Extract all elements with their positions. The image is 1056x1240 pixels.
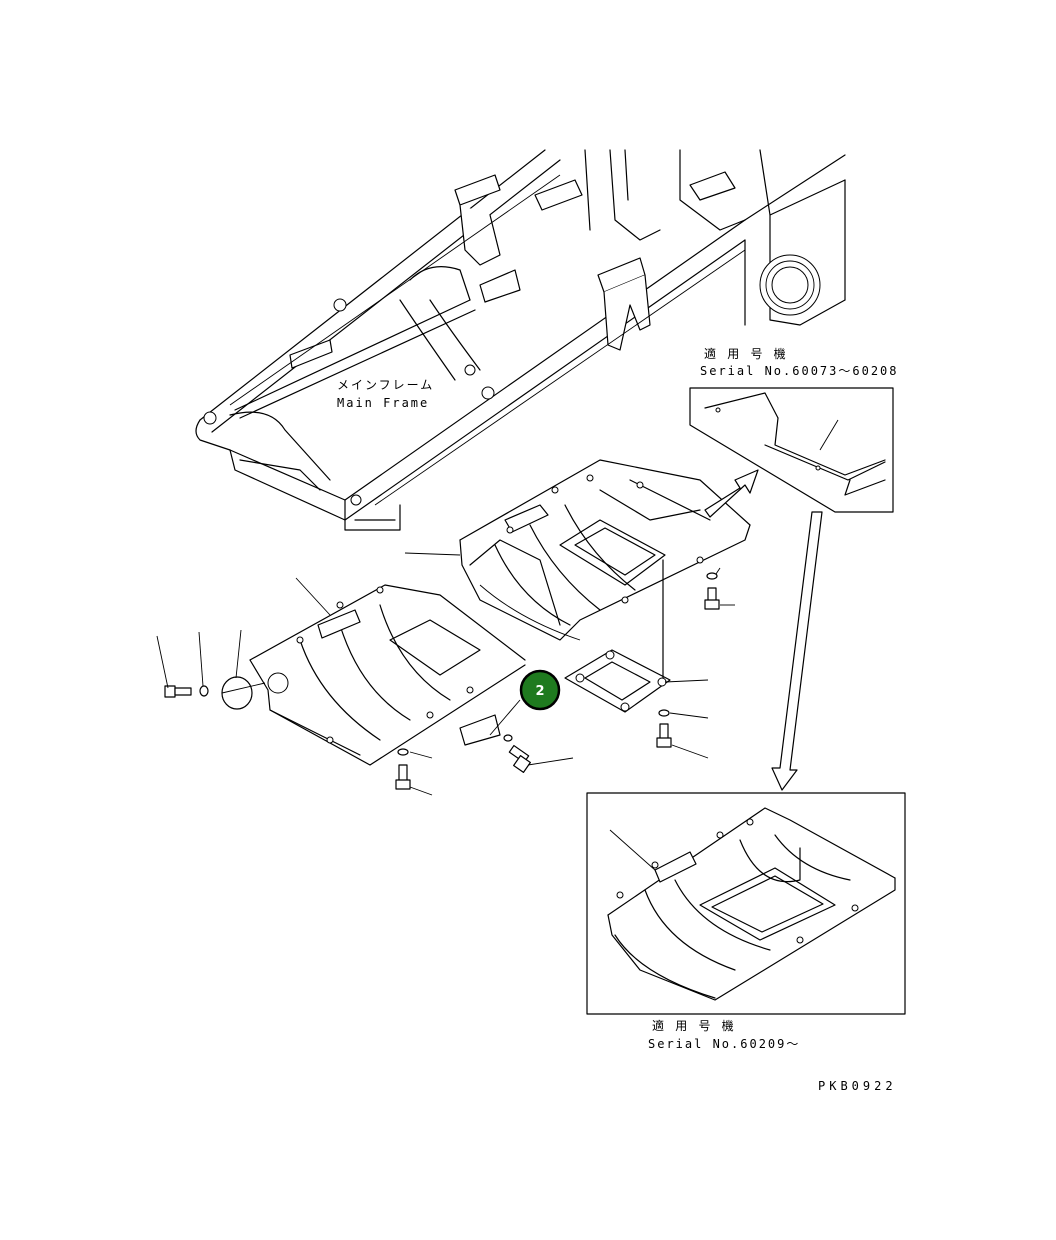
- bracket-small: [459, 714, 501, 746]
- main-frame-label-jp: メインフレーム: [337, 378, 434, 392]
- serial-note-1-serial: Serial No.60073〜60208: [700, 364, 899, 378]
- inset-variant-2: [586, 792, 906, 1015]
- serial-note-2-serial: Serial No.60209〜: [648, 1037, 800, 1051]
- callout-number: 2: [535, 684, 544, 699]
- main-frame-label-en: Main Frame: [337, 396, 429, 410]
- serial-note-1-jp: 適 用 号 機: [704, 346, 788, 361]
- serial-note-2-jp: 適 用 号 機: [652, 1018, 736, 1033]
- lower-under-guard: [249, 584, 526, 766]
- main-frame-drawing: [195, 149, 846, 531]
- callout-marker-2[interactable]: 2: [519, 669, 561, 711]
- arrows: [704, 469, 823, 791]
- inset-variant-1: [689, 387, 894, 513]
- drawing-code: PKB0922: [818, 1079, 897, 1093]
- cover-plate: [564, 559, 671, 713]
- leader-lines: [156, 552, 735, 796]
- upper-under-guard: [459, 459, 751, 641]
- bolts-washers: [164, 572, 720, 790]
